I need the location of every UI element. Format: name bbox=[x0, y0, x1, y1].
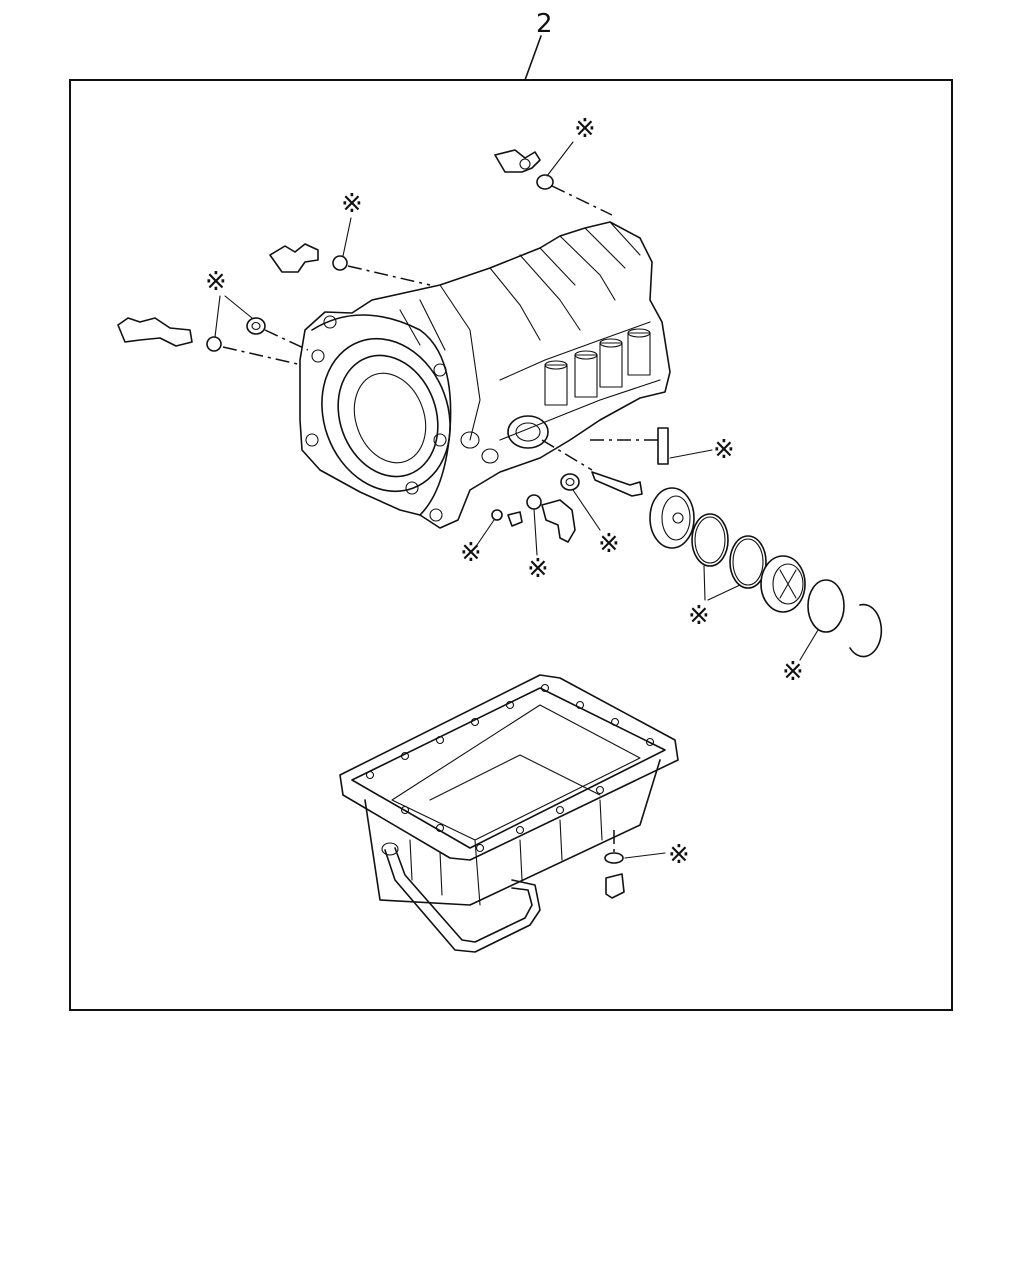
leader-pin bbox=[541, 439, 593, 471]
kit-marker: ※ bbox=[782, 657, 804, 687]
washer-left-hole bbox=[251, 321, 261, 331]
kit-marker: ※ bbox=[713, 435, 735, 465]
cooler-line-fitting bbox=[117, 317, 193, 347]
assembly-frame bbox=[69, 79, 953, 1011]
kit-marker: ※ bbox=[668, 840, 690, 870]
transmission-case bbox=[299, 221, 671, 529]
speed-sensor bbox=[541, 499, 576, 543]
filler-tube bbox=[381, 842, 541, 953]
accumulator-piston bbox=[649, 487, 695, 549]
o-ring-sensor bbox=[526, 494, 542, 510]
kit-marker: ※ bbox=[598, 529, 620, 559]
ring-inner bbox=[691, 513, 729, 567]
seal-small bbox=[560, 473, 580, 491]
leader-middle bbox=[347, 265, 431, 286]
leader-left-1 bbox=[222, 346, 303, 366]
seal-small-hole bbox=[565, 477, 575, 487]
callout-leader bbox=[524, 35, 542, 81]
ring-inner-lip bbox=[694, 516, 726, 564]
kit-marker: ※ bbox=[688, 601, 710, 631]
snap-ring bbox=[849, 603, 883, 658]
drain-plug-washer bbox=[604, 852, 624, 864]
ring-outer bbox=[729, 535, 767, 589]
kit-marker: ※ bbox=[574, 114, 596, 144]
small-bolt bbox=[507, 511, 523, 527]
callout-number: 2 bbox=[536, 9, 553, 39]
o-ring-bolt bbox=[491, 509, 503, 521]
kit-marker: ※ bbox=[460, 538, 482, 568]
o-ring-upper bbox=[536, 174, 554, 190]
dowel-pin bbox=[657, 427, 669, 465]
plug-o-ring bbox=[807, 579, 845, 633]
threaded-plug bbox=[760, 555, 806, 613]
o-ring-left bbox=[206, 336, 222, 352]
o-ring-middle bbox=[332, 255, 348, 271]
elbow-fitting-middle bbox=[269, 243, 319, 273]
oil-line-fitting-upper bbox=[494, 149, 541, 173]
kit-marker: ※ bbox=[341, 189, 363, 219]
washer-left bbox=[246, 317, 266, 335]
drain-plug bbox=[605, 873, 625, 899]
pin-shaft bbox=[591, 471, 643, 497]
kit-marker: ※ bbox=[527, 554, 549, 584]
kit-markers: ※ ※ ※ ※ ※ ※ ※ ※ ※ ※ bbox=[205, 114, 819, 870]
oil-pan bbox=[339, 674, 679, 906]
leader-upper bbox=[551, 185, 613, 216]
leader-left-2 bbox=[264, 329, 309, 351]
ring-outer-lip bbox=[732, 538, 764, 586]
kit-marker: ※ bbox=[205, 267, 227, 297]
